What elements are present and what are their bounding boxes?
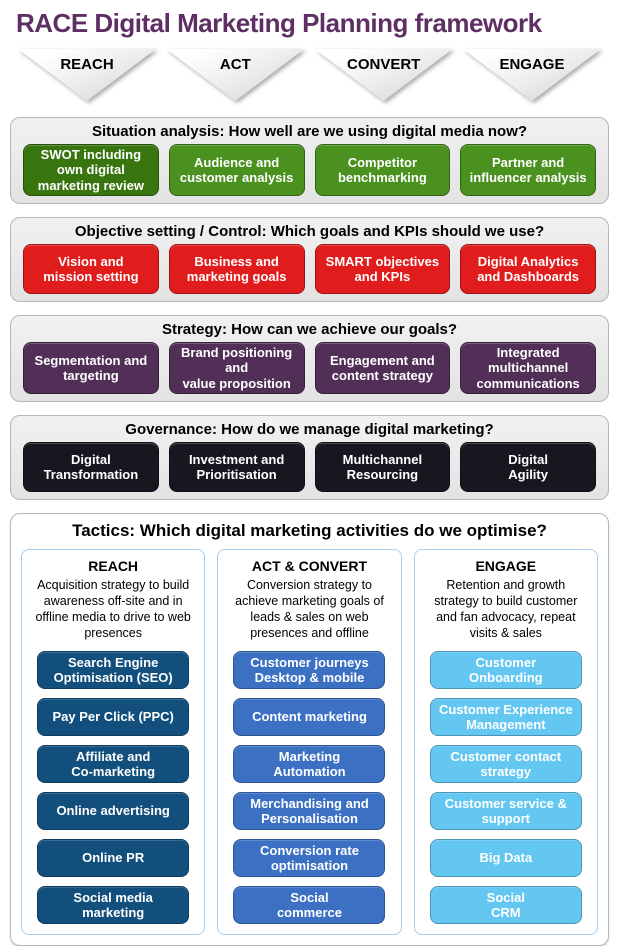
tactic-ppc: Pay Per Click (PPC) [37, 697, 190, 736]
tactic-customer-experience-management: Customer Experience Management [429, 697, 582, 736]
box-multichannel-resourcing: Multichannel Resourcing [314, 441, 451, 492]
box-audience-analysis: Audience and customer analysis [168, 144, 305, 196]
tactic-affiliate-comarketing: Affiliate and Co-marketing [37, 744, 190, 783]
band-tactics: Tactics: Which digital marketing activit… [10, 512, 609, 946]
tactic-social-media-marketing: Social media marketing [37, 885, 190, 924]
tactics-column-act-convert: ACT & CONVERT Conversion strategy to ach… [217, 548, 402, 935]
column-header: REACH [88, 557, 139, 574]
band-strategy: Strategy: How can we achieve our goals? … [10, 314, 609, 402]
tactics-title: Tactics: Which digital marketing activit… [72, 520, 547, 540]
arrow-label: REACH [60, 56, 114, 73]
tactic-social-crm: Social CRM [429, 885, 582, 924]
tactic-customer-onboarding: Customer Onboarding [429, 650, 582, 689]
arrow-reach: REACH [18, 49, 156, 101]
box-business-goals: Business and marketing goals [168, 243, 305, 294]
band-row: Vision and mission setting Business and … [23, 243, 596, 294]
tactics-column-reach: REACH Acquisition strategy to build awar… [21, 548, 206, 935]
band-objective-setting: Objective setting / Control: Which goals… [10, 216, 609, 302]
tactic-conversion-rate-optimisation: Conversion rate optimisation [233, 838, 386, 877]
box-digital-analytics: Digital Analytics and Dashboards [460, 243, 596, 294]
tactic-customer-service-support: Customer service & support [429, 791, 582, 830]
band-row: SWOT including own digital marketing rev… [23, 144, 596, 196]
arrow-label: ACT [219, 56, 251, 73]
column-description: Conversion strategy to achieve marketing… [235, 577, 384, 640]
box-smart-objectives: SMART objectives and KPIs [314, 243, 451, 294]
tactics-column-engage: ENGAGE Retention and growth strategy to … [413, 548, 598, 935]
box-digital-transformation: Digital Transformation [23, 441, 159, 492]
tactic-big-data: Big Data [429, 838, 582, 877]
band-situation-analysis: Situation analysis: How well are we usin… [10, 117, 609, 204]
tactic-seo: Search Engine Optimisation (SEO) [37, 650, 190, 689]
box-investment-prioritisation: Investment and Prioritisation [168, 441, 305, 492]
band-row: Digital Transformation Investment and Pr… [23, 441, 596, 492]
band-governance: Governance: How do we manage digital mar… [10, 414, 609, 500]
arrow-convert: CONVERT [314, 49, 453, 101]
box-brand-positioning: Brand positioning and value proposition [168, 341, 305, 394]
column-header: ENGAGE [475, 557, 537, 574]
arrow-engage: ENGAGE [462, 49, 601, 101]
column-description: Acquisition strategy to build awareness … [35, 577, 191, 640]
arrow-label: CONVERT [346, 56, 421, 73]
band-title: Situation analysis: How well are we usin… [91, 123, 528, 140]
box-integrated-multichannel: Integrated multichannel communications [460, 341, 596, 394]
box-engagement-content: Engagement and content strategy [314, 341, 451, 394]
box-segmentation-targeting: Segmentation and targeting [23, 341, 159, 394]
band-row: Segmentation and targeting Brand positio… [23, 341, 596, 394]
arrow-label: ENGAGE [499, 56, 565, 73]
tactic-customer-contact-strategy: Customer contact strategy [429, 744, 582, 783]
tactics-columns: REACH Acquisition strategy to build awar… [21, 548, 598, 935]
band-title: Objective setting / Control: Which goals… [74, 222, 545, 240]
box-partner-influencer: Partner and influencer analysis [460, 144, 596, 196]
tactic-merchandising-personalisation: Merchandising and Personalisation [233, 791, 386, 830]
race-arrows: REACH ACT CONVERT ENGAGE [10, 49, 609, 105]
tactic-online-advertising: Online advertising [37, 791, 190, 830]
box-competitor-benchmarking: Competitor benchmarking [314, 144, 451, 196]
tactic-social-commerce: Social commerce [233, 885, 386, 924]
column-description: Retention and growth strategy to build c… [434, 577, 578, 640]
box-swot-review: SWOT including own digital marketing rev… [23, 144, 159, 196]
band-title: Governance: How do we manage digital mar… [125, 420, 494, 438]
tactic-content-marketing: Content marketing [233, 697, 386, 736]
column-header: ACT & CONVERT [251, 557, 368, 574]
page-title: RACE Digital Marketing Planning framewor… [16, 8, 542, 38]
tactic-customer-journeys: Customer journeys Desktop & mobile [233, 650, 386, 689]
band-title: Strategy: How can we achieve our goals? [161, 320, 458, 338]
box-digital-agility: Digital Agility [460, 441, 596, 492]
tactic-marketing-automation: Marketing Automation [233, 744, 386, 783]
tactic-online-pr: Online PR [37, 838, 190, 877]
arrow-act: ACT [166, 49, 305, 101]
box-vision-mission: Vision and mission setting [23, 243, 159, 294]
